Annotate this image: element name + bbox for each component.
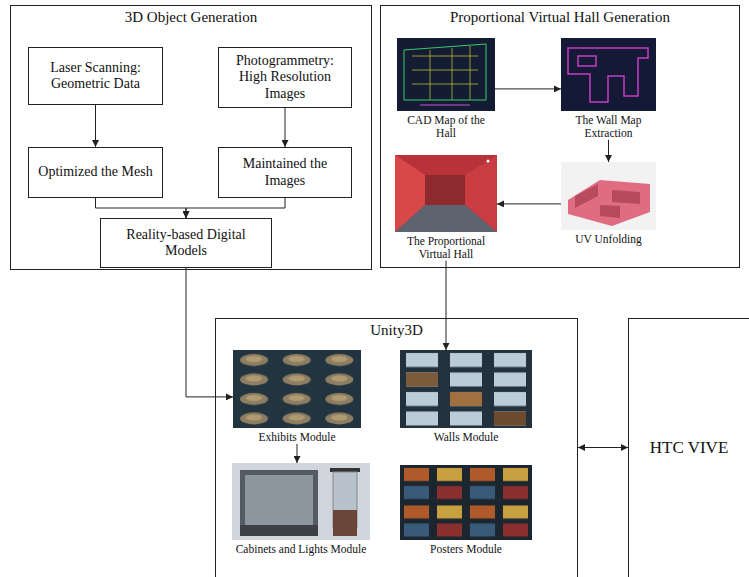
image-node: UV Unfolding	[561, 162, 656, 246]
flow-arrow	[186, 198, 285, 218]
image-caption: UV Unfolding	[561, 233, 656, 246]
flow-arrow	[497, 203, 561, 204]
flow-arrow	[95, 105, 96, 147]
flow-arrow	[495, 88, 561, 89]
image-caption: Walls Module	[400, 431, 532, 444]
panel-title: Proportional Virtual Hall Generation	[381, 6, 739, 26]
flow-arrow	[578, 447, 628, 448]
box-label: Photogrammetry: High Resolution Images	[226, 53, 344, 101]
image-caption: Cabinets and Lights Module	[232, 543, 370, 556]
flow-arrow	[446, 261, 447, 350]
box-label: Reality-based Digital Models	[108, 227, 264, 259]
image-caption: CAD Map of the Hall	[397, 114, 495, 140]
cad-map-image	[397, 38, 495, 111]
wall-map-image	[561, 38, 656, 111]
process-box: Optimized the Mesh	[28, 147, 163, 198]
group-panel: Proportional Virtual Hall GenerationCAD …	[380, 5, 740, 268]
image-node: Exhibits Module	[233, 350, 361, 444]
image-node: The Wall Map Extraction	[561, 38, 656, 140]
flow-arrow	[96, 198, 187, 218]
image-caption: Posters Module	[400, 543, 532, 556]
flow-arrow	[186, 268, 233, 397]
box-label: Laser Scanning: Geometric Data	[36, 60, 155, 92]
box-label: HTC VIVE	[650, 438, 729, 458]
flow-arrow	[297, 444, 298, 463]
image-node: The Proportional Virtual Hall	[395, 155, 497, 261]
box-label: Optimized the Mesh	[38, 164, 152, 180]
device-box: HTC VIVE	[628, 318, 749, 577]
flow-arrow	[608, 140, 609, 162]
box-label: Maintained the Images	[226, 156, 344, 188]
process-box: Laser Scanning: Geometric Data	[28, 47, 163, 105]
posters-image	[400, 465, 532, 540]
panel-title: Unity3D	[216, 319, 577, 339]
image-node: Cabinets and Lights Module	[232, 463, 370, 556]
process-box: Photogrammetry: High Resolution Images	[218, 47, 352, 108]
uv-unfolding-image	[561, 162, 656, 230]
flow-arrow	[285, 108, 286, 147]
cabinets-image	[232, 463, 370, 540]
group-panel: Unity3D Exhibits Module Walls ModuleCabine…	[215, 318, 578, 577]
group-panel: 3D Object GenerationLaser Scanning: Geom…	[10, 5, 372, 270]
walls-image	[400, 350, 532, 428]
image-node: Walls Module	[400, 350, 532, 444]
exhibits-image	[233, 350, 361, 428]
image-node: CAD Map of the Hall	[397, 38, 495, 140]
image-caption: Exhibits Module	[233, 431, 361, 444]
process-box: Maintained the Images	[218, 147, 352, 198]
image-caption: The Wall Map Extraction	[561, 114, 656, 140]
image-node: Posters Module	[400, 465, 532, 556]
virtual-hall-image	[395, 155, 497, 232]
image-caption: The Proportional Virtual Hall	[395, 235, 497, 261]
process-box: Reality-based Digital Models	[100, 218, 272, 268]
panel-title: 3D Object Generation	[11, 6, 371, 26]
